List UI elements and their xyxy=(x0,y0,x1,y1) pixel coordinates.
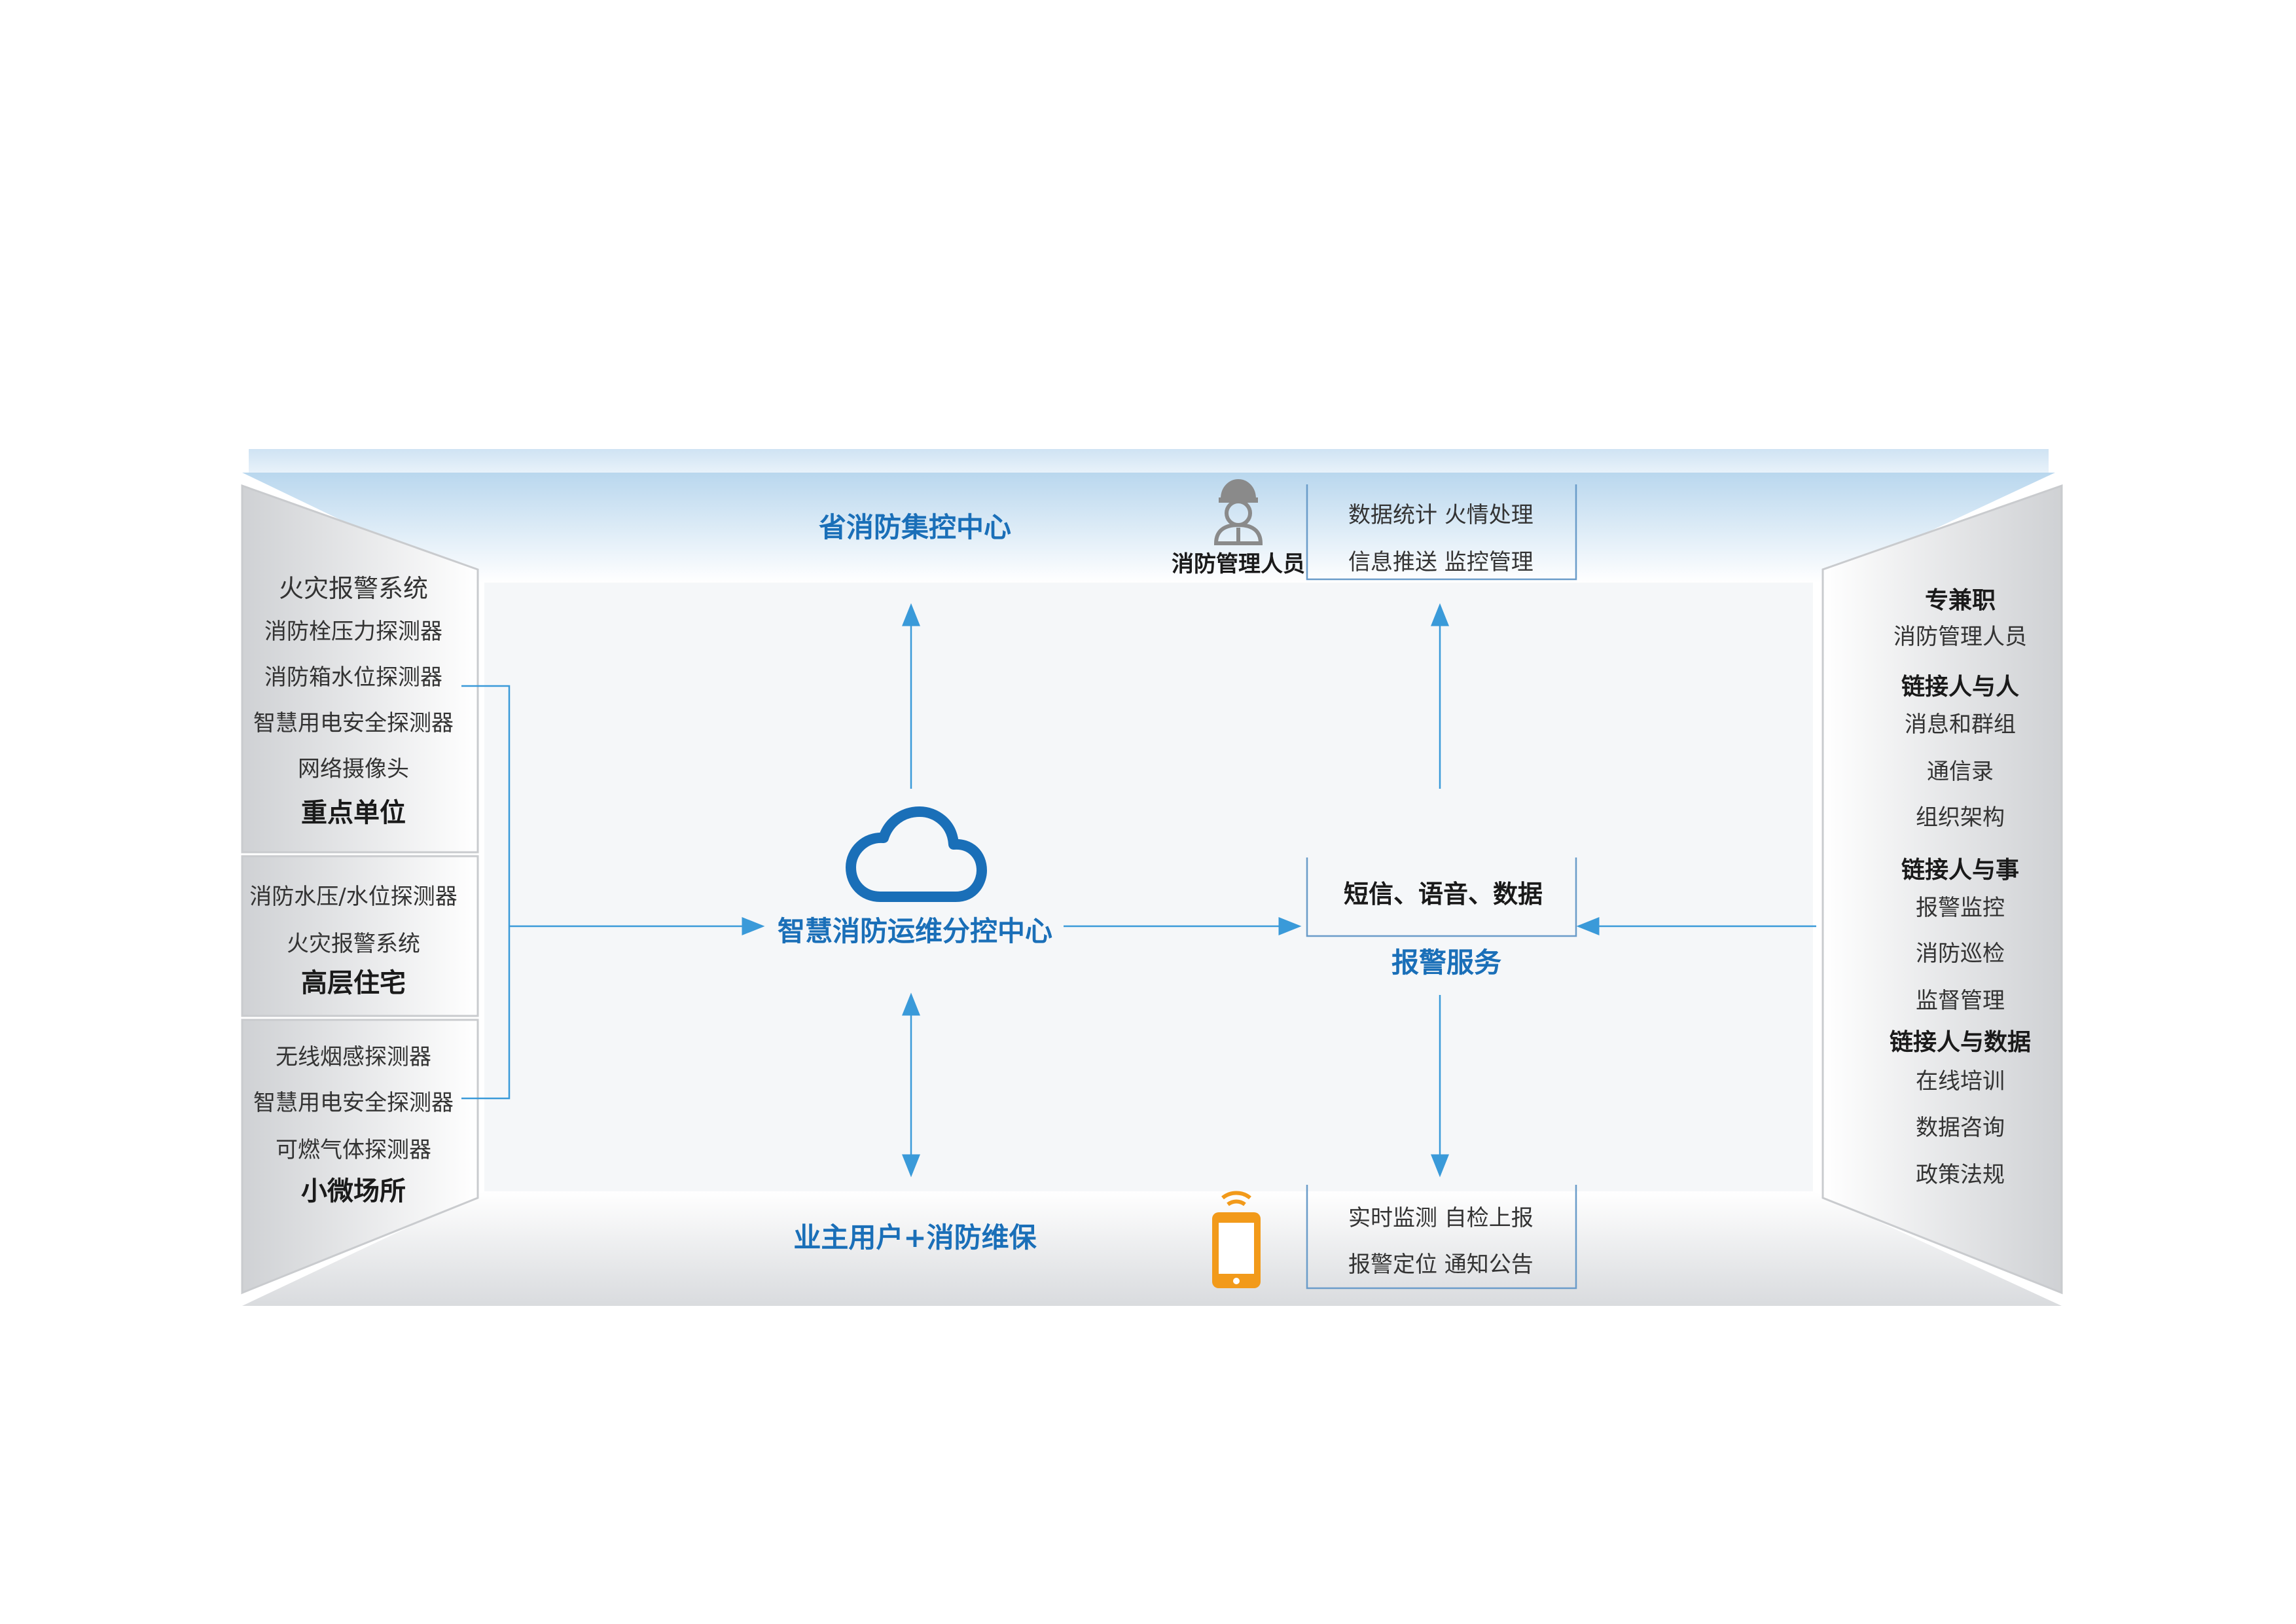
right-panel xyxy=(1821,484,2063,1295)
right-item: 消防巡检 xyxy=(1916,941,2005,967)
right-item: 监督管理 xyxy=(1916,988,2005,1014)
right-item: 通信录 xyxy=(1927,759,1994,785)
alarm-box-text: 短信、语音、数据 xyxy=(1343,880,1543,909)
left-item: 无线烟感探测器 xyxy=(276,1044,431,1070)
right-section-title: 链接人与数据 xyxy=(1889,1029,2032,1056)
right-item: 消息和群组 xyxy=(1905,712,2016,738)
right-item: 数据咨询 xyxy=(1916,1115,2005,1141)
left-group-title: 高层住宅 xyxy=(301,968,406,998)
left-item: 智慧用电安全探测器 xyxy=(253,1090,454,1116)
left-item: 网络摄像头 xyxy=(298,756,409,782)
left-item: 消防栓压力探测器 xyxy=(264,619,442,645)
right-section-title: 专兼职 xyxy=(1924,587,1996,614)
alarm-service-label: 报警服务 xyxy=(1391,947,1502,979)
bottom-band xyxy=(242,1191,2062,1306)
cloud-icon xyxy=(846,806,987,902)
province-center-title: 省消防集控中心 xyxy=(818,511,1012,543)
left-item: 智慧用电安全探测器 xyxy=(253,710,454,736)
mobile-phone-icon xyxy=(1212,1191,1261,1288)
right-item: 在线培训 xyxy=(1916,1068,2005,1094)
right-item: 消防管理人员 xyxy=(1893,624,2027,650)
bottom-box-line-1: 实时监测 自检上报 xyxy=(1348,1205,1534,1231)
firefighter-icon xyxy=(1213,478,1263,545)
left-item: 可燃气体探测器 xyxy=(276,1137,431,1163)
bottom-box-line-2: 报警定位 通知公告 xyxy=(1348,1252,1534,1278)
left-item: 火灾报警系统 xyxy=(278,574,429,603)
right-item: 组织架构 xyxy=(1916,804,2005,831)
left-item: 消防箱水位探测器 xyxy=(264,664,442,691)
owner-maintenance-title: 业主用户+消防维保 xyxy=(793,1221,1037,1254)
bottom-info-box xyxy=(1306,1185,1577,1290)
right-section-title: 链接人与事 xyxy=(1901,857,2020,884)
top-box-line-1: 数据统计 火情处理 xyxy=(1348,502,1534,528)
left-panel-2 xyxy=(241,855,479,1017)
alarm-box xyxy=(1306,857,1577,937)
right-item: 报警监控 xyxy=(1916,895,2005,921)
manager-label: 消防管理人员 xyxy=(1172,551,1305,577)
top-box-line-2: 信息推送 监控管理 xyxy=(1348,549,1534,575)
left-item: 火灾报警系统 xyxy=(287,931,420,957)
right-item: 政策法规 xyxy=(1916,1162,2005,1188)
top-rim xyxy=(249,449,2049,473)
top-info-box xyxy=(1306,484,1577,581)
right-section-title: 链接人与人 xyxy=(1901,674,2020,700)
left-panel-3 xyxy=(241,1019,479,1295)
left-item: 消防水压/水位探测器 xyxy=(249,884,457,910)
top-band xyxy=(242,473,2055,583)
hub-label: 智慧消防运维分控中心 xyxy=(777,915,1053,947)
center-panel xyxy=(484,583,1813,1191)
left-group-title: 小微场所 xyxy=(301,1176,406,1206)
left-panel-1 xyxy=(241,484,479,854)
left-bracket xyxy=(461,685,511,1100)
left-group-title: 重点单位 xyxy=(301,798,406,828)
